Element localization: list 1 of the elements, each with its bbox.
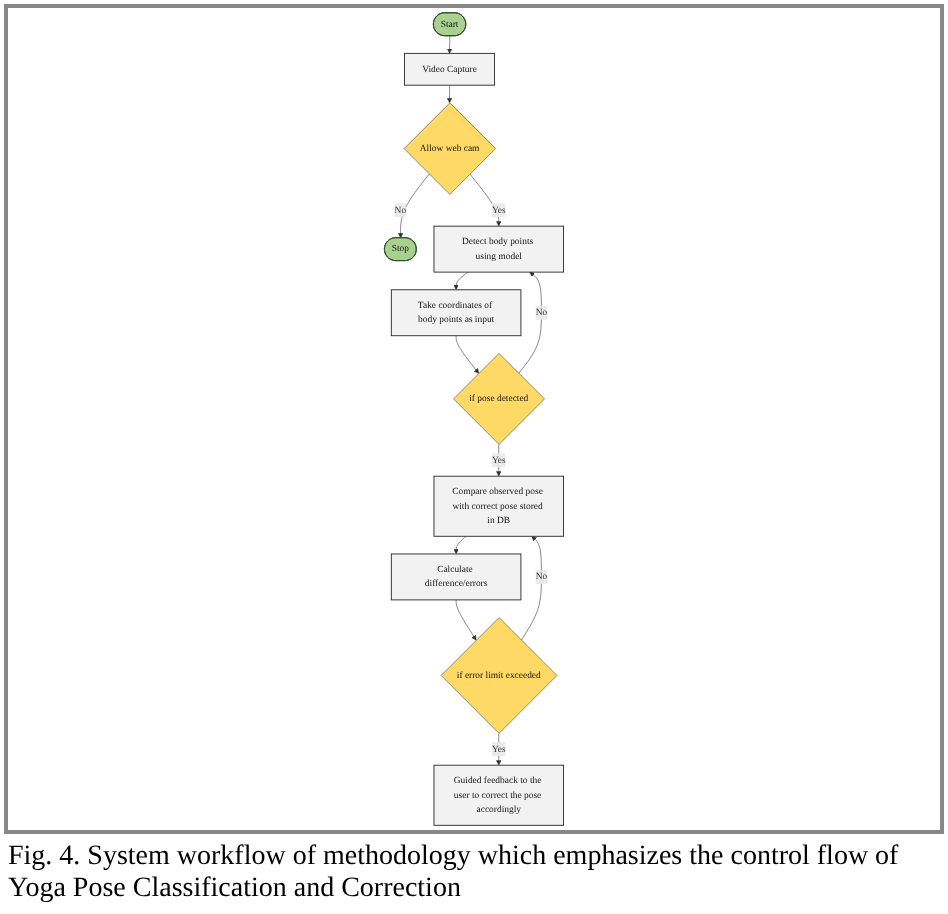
- figure-caption: Fig. 4. System workflow of methodology which emphasizes the control flow of Yoga Pose Classification and Correction: [6, 840, 901, 908]
